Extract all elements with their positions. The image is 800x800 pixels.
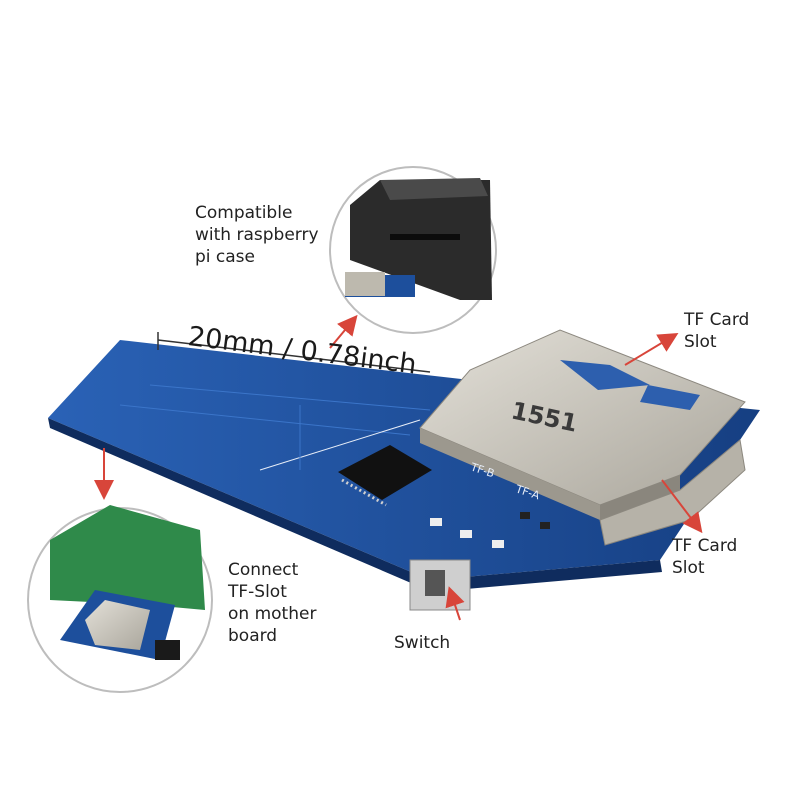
arrow-to-switch bbox=[445, 586, 465, 621]
arrow-to-slot-bottom bbox=[661, 479, 703, 534]
arrow-to-case bbox=[329, 314, 358, 349]
tf-card-slot-bottom bbox=[599, 439, 746, 546]
dimension-line bbox=[157, 332, 431, 373]
ic-chip bbox=[338, 445, 432, 507]
inset-case-circle bbox=[329, 166, 497, 334]
tf-card-slot-top: 1551 bbox=[419, 329, 746, 520]
tf-slot-bottom-label: TF Card Slot bbox=[672, 536, 738, 578]
inset-motherboard-circle bbox=[27, 505, 213, 693]
smd-components bbox=[430, 512, 550, 548]
compatible-label: Compatible with raspberry pi case bbox=[195, 203, 319, 267]
switch-label: Switch bbox=[394, 633, 451, 653]
slide-switch bbox=[409, 559, 471, 611]
connect-label: Connect TF-Slot on mother board bbox=[228, 560, 317, 646]
tf-slot-top-label: TF Card Slot bbox=[684, 310, 750, 352]
arrow-to-slot-top bbox=[624, 332, 679, 366]
